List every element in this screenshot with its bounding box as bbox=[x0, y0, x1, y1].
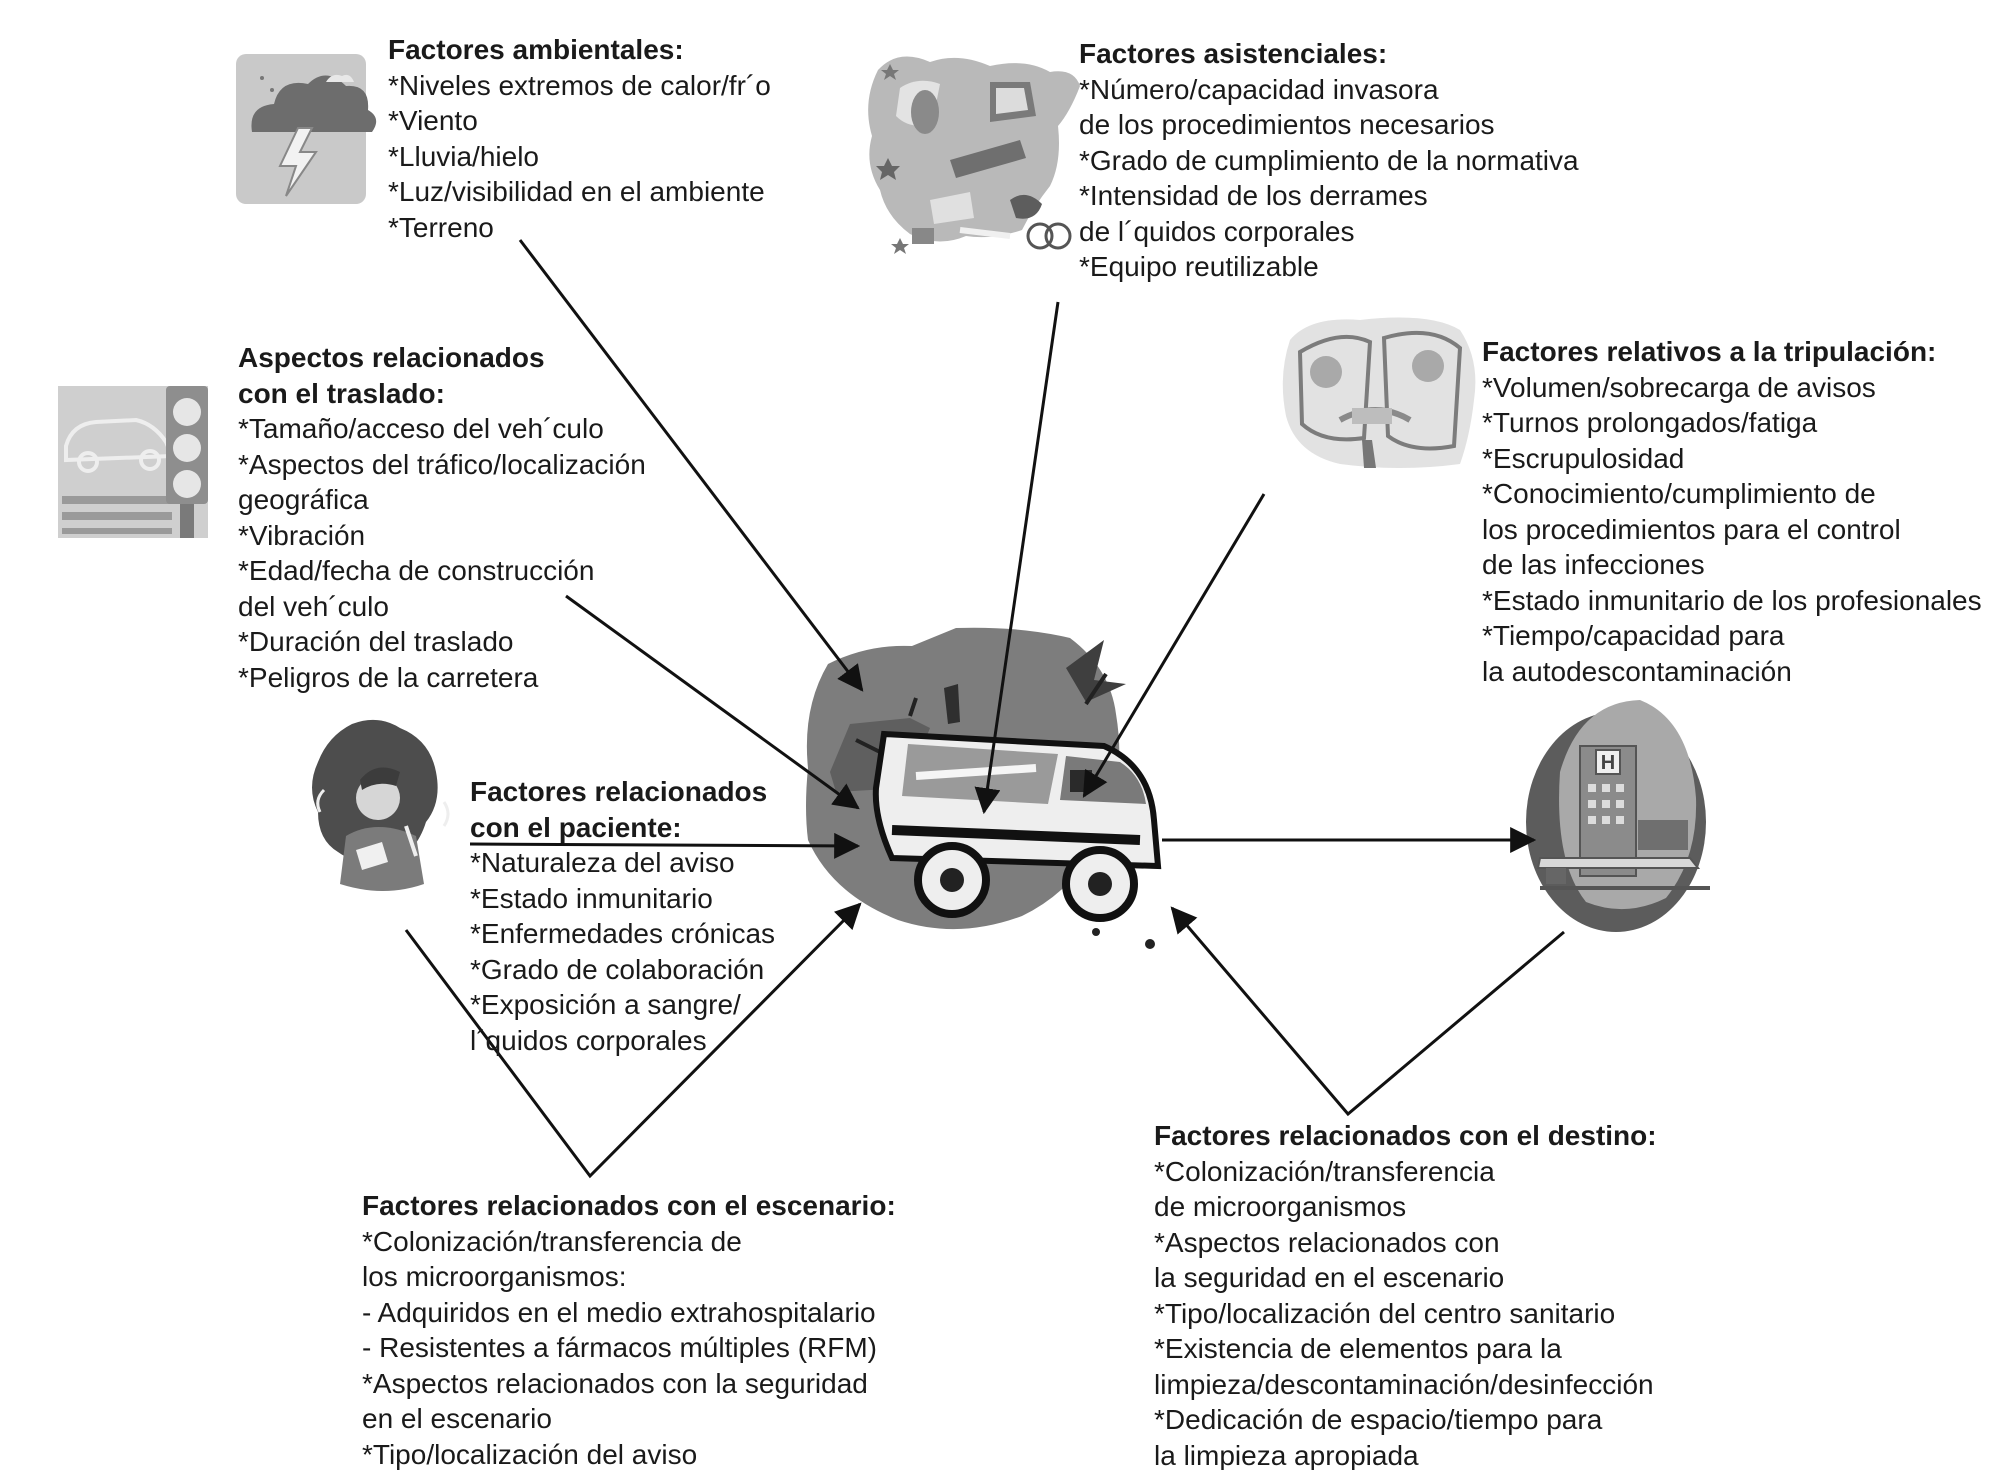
block-line: de los procedimientos necesarios bbox=[1079, 109, 1495, 140]
block-line: *Peligros de la carretera bbox=[238, 661, 539, 693]
block-line: *Tipo/localización del centro sanitario bbox=[1154, 1297, 1616, 1329]
arrow-tripulacion bbox=[1082, 493, 1266, 798]
hospital-sign: H bbox=[1601, 752, 1615, 774]
block-line: geográfica bbox=[238, 484, 369, 515]
traffic-light-car-icon bbox=[58, 386, 208, 538]
block-line: *Tamaño/acceso del veh´culo bbox=[238, 413, 604, 444]
block-line: *Grado de colaboración bbox=[470, 953, 765, 985]
block-factores-tripulacion: Factores relativos a la tripulación: *Vo… bbox=[1482, 334, 1982, 689]
block-line: de las infecciones bbox=[1482, 549, 1705, 580]
arrow-destino bbox=[1170, 906, 1565, 1117]
block-line: *Colonización/transferencia bbox=[1154, 1155, 1495, 1187]
block-line: *Aspectos relacionados con la seguridad bbox=[362, 1367, 868, 1399]
block-factores-ambientales: Factores ambientales: *Niveles extremos … bbox=[388, 32, 771, 245]
block-line: l´quidos corporales bbox=[470, 1024, 707, 1056]
block-line: - Resistentes a fármacos múltiples (RFM) bbox=[362, 1332, 878, 1363]
block-line: *Luz/visibilidad en el ambiente bbox=[388, 176, 765, 207]
block-line: en el escenario bbox=[362, 1403, 552, 1434]
block-line: *Dedicación de espacio/tiempo para bbox=[1154, 1404, 1603, 1435]
block-line: la limpieza apropiada bbox=[1154, 1439, 1419, 1470]
ambulance-icon bbox=[806, 627, 1162, 949]
block-line: *Viento bbox=[388, 105, 478, 136]
block-title: Factores relativos a la tripulación: bbox=[1482, 336, 1937, 367]
block-line: *Turnos prolongados/fatiga bbox=[1482, 407, 1818, 438]
block-line: *Enfermedades crónicas bbox=[470, 918, 776, 949]
block-line: *Equipo reutilizable bbox=[1079, 251, 1319, 282]
block-line: *Volumen/sobrecarga de avisos bbox=[1482, 371, 1876, 403]
block-line: los procedimientos para el control bbox=[1482, 513, 1901, 545]
block-line: limpieza/descontaminación/desinfección bbox=[1154, 1368, 1654, 1400]
block-line: *Número/capacidad invasora bbox=[1079, 73, 1439, 105]
block-line: *Naturaleza del aviso bbox=[470, 847, 735, 878]
block-factores-paciente: Factores relacionados con el paciente: *… bbox=[470, 774, 775, 1058]
block-line: *Intensidad de los derrames bbox=[1079, 180, 1428, 211]
arrows bbox=[404, 239, 1565, 1179]
block-line: *Escrupulosidad bbox=[1482, 442, 1685, 474]
arrow-asistenciales bbox=[974, 301, 1060, 815]
block-line: - Adquiridos en el medio extrahospitalar… bbox=[362, 1296, 876, 1328]
block-factores-escenario: Factores relacionados con el escenario: … bbox=[362, 1188, 896, 1470]
medical-supplies-icon bbox=[868, 56, 1080, 254]
ambulance-crew-icon bbox=[1282, 317, 1476, 468]
block-line: de microorganismos bbox=[1154, 1191, 1407, 1222]
arrow-escenario bbox=[404, 902, 862, 1179]
block-line: *Estado inmunitario de los profesionales bbox=[1482, 584, 1982, 616]
block-line: *Exposición a sangre/ bbox=[470, 989, 741, 1020]
block-title: Factores relacionados con el destino: bbox=[1154, 1120, 1657, 1151]
arrow-paciente bbox=[469, 832, 861, 859]
block-line: *Edad/fecha de construcción bbox=[238, 555, 595, 586]
block-title: Aspectos relacionados con el traslado: bbox=[238, 342, 545, 409]
block-line: *Niveles extremos de calor/fr´o bbox=[388, 69, 771, 101]
block-title: Factores relacionados con el escenario: bbox=[362, 1190, 896, 1221]
block-line: *Vibración bbox=[238, 519, 366, 551]
block-line: *Tiempo/capacidad para bbox=[1482, 620, 1785, 651]
block-line: *Grado de cumplimiento de la normativa bbox=[1079, 144, 1579, 176]
block-line: *Colonización/transferencia de bbox=[362, 1225, 742, 1257]
arrow-traslado bbox=[565, 594, 860, 810]
block-factores-asistenciales: Factores asistenciales: *Número/capacida… bbox=[1079, 36, 1579, 285]
block-title: Factores relacionados con el paciente: bbox=[470, 776, 768, 843]
arrow-ambientales bbox=[518, 239, 864, 692]
block-line: *Estado inmunitario bbox=[470, 882, 713, 914]
block-line: *Tipo/localización del aviso bbox=[362, 1438, 698, 1470]
block-title: Factores ambientales: bbox=[388, 34, 684, 65]
block-line: *Conocimiento/cumplimiento de bbox=[1482, 478, 1876, 509]
block-factores-destino: Factores relacionados con el destino: *C… bbox=[1154, 1118, 1657, 1470]
block-line: del veh´culo bbox=[238, 590, 389, 622]
block-line: los microorganismos: bbox=[362, 1261, 627, 1292]
block-line: *Duración del traslado bbox=[238, 626, 514, 657]
block-line: la autodescontaminación bbox=[1482, 655, 1792, 687]
block-line: de l´quidos corporales bbox=[1079, 215, 1355, 247]
block-line: la seguridad en el escenario bbox=[1154, 1262, 1505, 1293]
block-line: *Existencia de elementos para la bbox=[1154, 1333, 1562, 1364]
block-line: *Terreno bbox=[388, 211, 494, 243]
block-line: *Lluvia/hielo bbox=[388, 140, 539, 172]
hospital-icon: H bbox=[1526, 700, 1710, 932]
block-line: *Aspectos relacionados con bbox=[1154, 1226, 1500, 1258]
patient-icon bbox=[312, 719, 450, 891]
storm-cloud-icon bbox=[236, 54, 377, 204]
block-aspectos-traslado: Aspectos relacionados con el traslado: *… bbox=[238, 340, 646, 695]
block-line: *Aspectos del tráfico/localización bbox=[238, 448, 646, 480]
block-title: Factores asistenciales: bbox=[1079, 38, 1388, 69]
